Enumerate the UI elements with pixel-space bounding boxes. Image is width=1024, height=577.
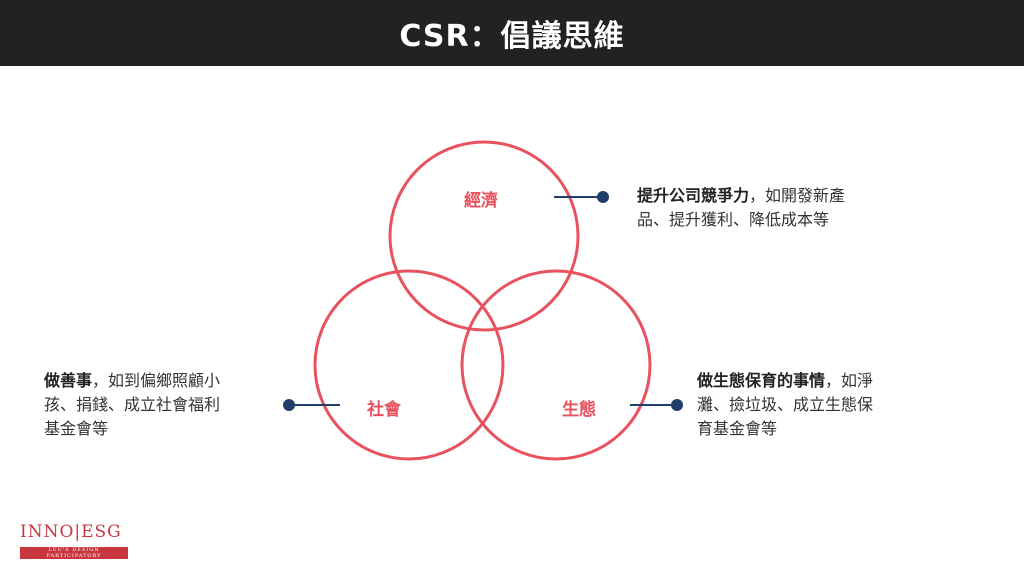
logo-wordmark: INNO|ESG	[20, 522, 122, 542]
society-description-line1: ，如到偏鄉照顧小	[92, 371, 221, 390]
ecology-description-line3: 育基金會等	[697, 419, 778, 438]
ecology-connector-dot	[671, 399, 683, 411]
ecology-description-line1: ，如淨	[825, 371, 874, 390]
society-connector-dot	[283, 399, 295, 411]
logo: INNO|ESG LUU'S DESIGN PARTICIPATORY	[20, 522, 130, 562]
ecology-description-bold: 做生態保育的事情	[697, 371, 826, 390]
logo-tagline: LUU'S DESIGN PARTICIPATORY	[20, 547, 128, 559]
society-circle	[313, 269, 505, 461]
society-description: 做善事，如到偏鄉照顧小 孩、捐錢、成立社會福利 基金會等	[44, 369, 279, 441]
ecology-description: 做生態保育的事情，如淨 灘、撿垃圾、成立生態保 育基金會等	[697, 369, 937, 441]
economy-connector-dot	[597, 191, 609, 203]
economy-label: 經濟	[464, 191, 498, 211]
economy-description: 提升公司競爭力，如開發新產 品、提升獲利、降低成本等	[637, 184, 907, 232]
society-description-line2: 孩、捐錢、成立社會福利	[44, 395, 221, 414]
economy-description-line2: 品、提升獲利、降低成本等	[637, 210, 830, 229]
title-bar: CSR：倡議思維	[0, 0, 1024, 66]
economy-description-line1: ，如開發新產	[749, 186, 846, 205]
society-label: 社會	[367, 400, 401, 420]
ecology-circle	[460, 269, 652, 461]
ecology-label: 生態	[562, 400, 596, 420]
economy-description-bold: 提升公司競爭力	[637, 186, 750, 205]
page-title: CSR：倡議思維	[399, 19, 625, 54]
society-description-bold: 做善事	[44, 371, 93, 390]
society-description-line3: 基金會等	[44, 419, 109, 438]
economy-circle	[388, 140, 580, 332]
ecology-description-line2: 灘、撿垃圾、成立生態保	[697, 395, 874, 414]
